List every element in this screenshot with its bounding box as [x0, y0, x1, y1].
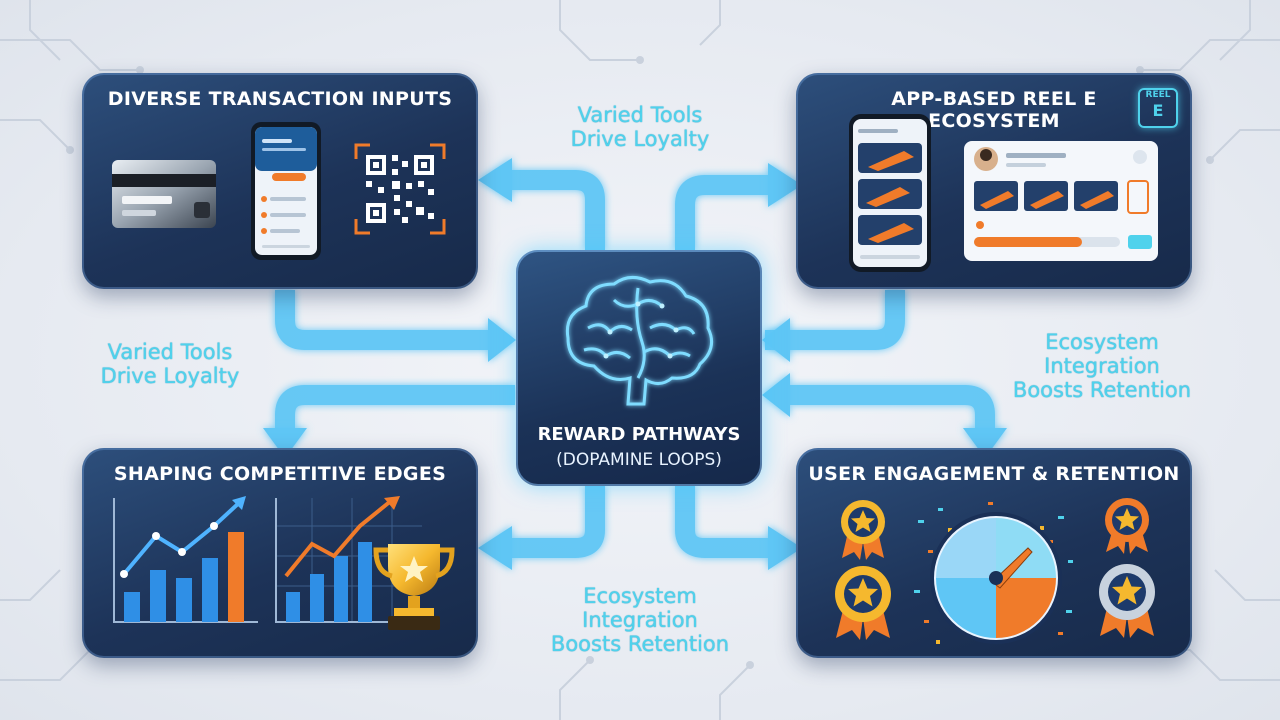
label-bottom-ecosystem-integration: Ecosystem Integration Boosts Retention — [534, 584, 746, 656]
arrowhead-ecosystem — [768, 163, 802, 207]
label-line: Integration — [1044, 354, 1160, 378]
logo-top-text: REEL — [1145, 90, 1171, 100]
reel-e-logo: REEL E — [1138, 88, 1178, 128]
reward-pathways-hub: REWARD PATHWAYS (DOPAMINE LOOPS) — [516, 250, 762, 486]
smartphone-icon — [849, 114, 931, 272]
arrow-center-bottom-left — [510, 486, 605, 558]
label-line: Boosts Retention — [1012, 378, 1192, 402]
arrow-center-to-competitive — [275, 385, 515, 430]
label-line: Boosts Retention — [550, 632, 730, 656]
label-line: Drive Loyalty — [100, 364, 240, 388]
brain-icon — [565, 276, 714, 406]
label-left-varied-tools: Varied Tools Drive Loyalty — [80, 340, 260, 388]
arrowhead-competitive — [263, 428, 307, 458]
label-top-varied-tools: Varied Tools Drive Loyalty — [550, 103, 730, 151]
arrow-center-to-ecosystem — [675, 175, 770, 250]
label-right-ecosystem-integration: Ecosystem Integration Boosts Retention — [996, 330, 1208, 402]
label-line: Drive Loyalty — [570, 127, 710, 151]
medal-icon — [841, 500, 885, 560]
label-line: Ecosystem — [1045, 330, 1159, 354]
arrowhead-center-from-right — [762, 373, 790, 417]
arrow-engagement-to-center — [790, 385, 995, 430]
dashboard-window-icon — [964, 141, 1158, 261]
label-line: Varied Tools — [577, 103, 703, 127]
arrowhead-center-left — [762, 318, 790, 362]
card-competitive-edges: SHAPING COMPETITIVE EDGES — [82, 448, 478, 658]
logo-bottom-text: E — [1152, 101, 1164, 120]
card-title: DIVERSE TRANSACTION INPUTS — [107, 88, 453, 110]
bar-chart-icon — [113, 496, 258, 623]
card-title: SHAPING COMPETITIVE EDGES — [113, 463, 447, 485]
card-title-line1: APP-BASED REEL E — [891, 88, 1097, 110]
card-title: USER ENGAGEMENT & RETENTION — [808, 463, 1180, 485]
card-title-line2: ECOSYSTEM — [928, 110, 1060, 132]
card-user-engagement: USER ENGAGEMENT & RETENTION — [796, 448, 1192, 658]
card-transaction-inputs: DIVERSE TRANSACTION INPUTS — [82, 73, 478, 289]
bar-chart-icon — [275, 496, 422, 623]
smartphone-icon — [251, 122, 321, 260]
arrow-center-to-engagement — [675, 486, 770, 558]
hub-subtitle: (DOPAMINE LOOPS) — [556, 450, 722, 470]
arrowhead-center-right — [488, 318, 516, 362]
medal-icon — [1099, 564, 1155, 638]
label-line: Integration — [582, 608, 698, 632]
arrowhead-engagement-bottom — [768, 526, 802, 570]
credit-card-icon — [112, 160, 216, 228]
medal-icon — [1105, 498, 1149, 554]
arrowhead-competitive-bottom — [478, 526, 512, 570]
hub-title: REWARD PATHWAYS — [537, 424, 741, 445]
arrowhead-inputs — [478, 158, 512, 202]
label-line: Varied Tools — [107, 340, 233, 364]
prize-wheel-icon — [914, 502, 1073, 644]
medal-icon — [835, 566, 891, 640]
trophy-icon — [373, 544, 455, 630]
arrow-center-to-inputs — [510, 170, 605, 250]
label-line: Ecosystem — [583, 584, 697, 608]
arrowhead-engagement — [963, 428, 1007, 458]
card-app-ecosystem: APP-BASED REEL E ECOSYSTEM REEL E — [796, 73, 1192, 289]
arrow-inputs-to-center — [275, 290, 490, 350]
qr-code-icon — [354, 143, 446, 235]
arrow-ecosystem-to-center — [765, 290, 905, 350]
